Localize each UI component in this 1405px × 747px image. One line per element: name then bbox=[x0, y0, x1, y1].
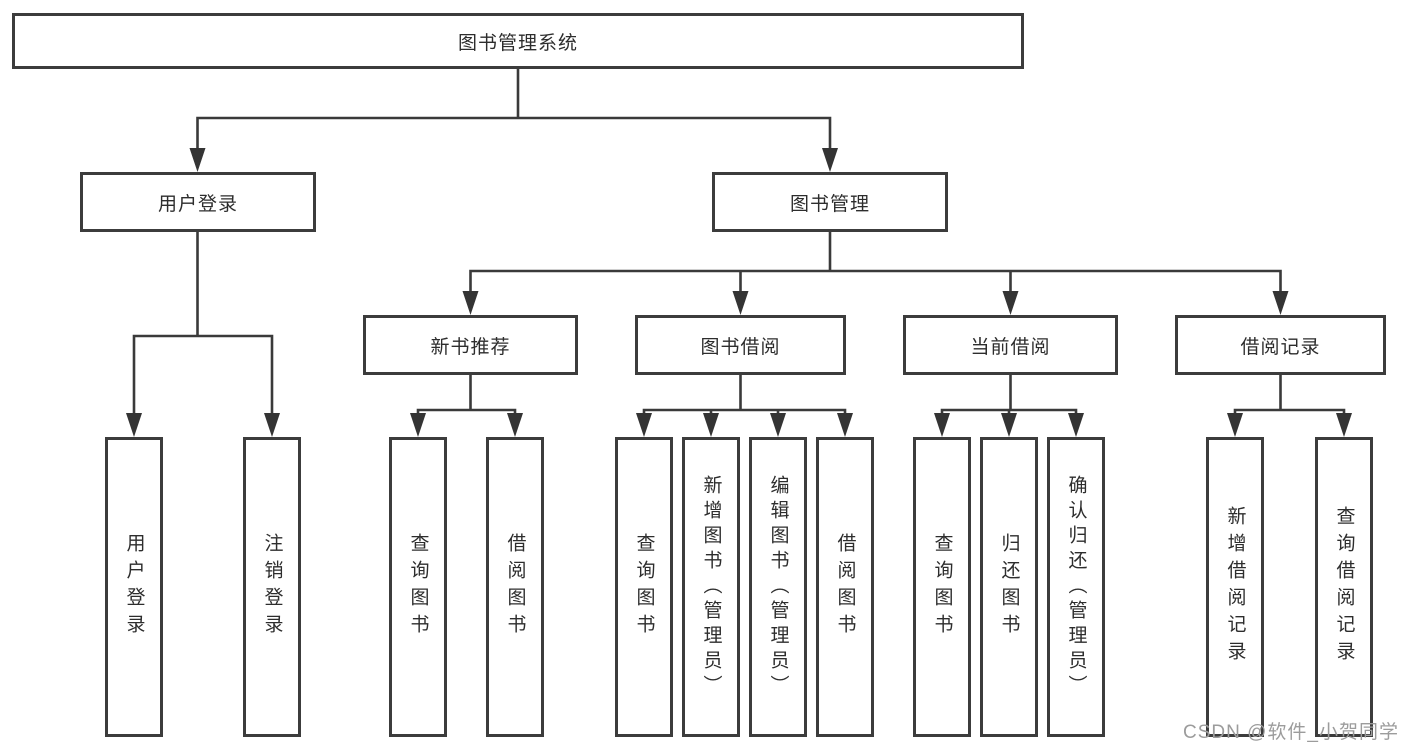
connector-current-borrow bbox=[940, 373, 1078, 419]
leaf-label: 借阅图书 bbox=[834, 533, 856, 641]
leaf-label: 查询图书 bbox=[931, 533, 953, 641]
node-book-management: 图书管理 bbox=[712, 172, 948, 232]
leaf-label: 查询借阅记录 bbox=[1333, 506, 1355, 668]
node-current-borrow: 当前借阅 bbox=[903, 315, 1118, 375]
connector-root bbox=[196, 67, 832, 154]
node-book-borrow: 图书借阅 bbox=[635, 315, 846, 375]
connector-book-management bbox=[469, 230, 1282, 297]
arrowhead-icon bbox=[934, 413, 1084, 437]
leaf-add-borrow-record: 新增借阅记录 bbox=[1206, 437, 1264, 737]
arrowhead-icon bbox=[462, 291, 1289, 315]
arrowhead-icon bbox=[636, 413, 853, 437]
arrowhead-icon bbox=[1227, 413, 1352, 437]
leaf-query-borrow-record: 查询借阅记录 bbox=[1315, 437, 1373, 737]
leaf-user-login: 用户登录 bbox=[105, 437, 163, 737]
connector-new-book-recommend bbox=[416, 373, 517, 419]
leaf-query-books-borrow: 查询图书 bbox=[615, 437, 673, 737]
node-borrow-records: 借阅记录 bbox=[1175, 315, 1386, 375]
leaf-logout: 注销登录 bbox=[243, 437, 301, 737]
leaf-label: 归还图书 bbox=[998, 533, 1020, 641]
connector-book-borrow bbox=[642, 373, 847, 419]
leaf-add-book-admin: 新增图书（管理员） bbox=[682, 437, 740, 737]
watermark: CSDN @软件_小贺同学 bbox=[1183, 722, 1399, 743]
leaf-edit-book-admin: 编辑图书（管理员） bbox=[749, 437, 807, 737]
connector-user-login bbox=[132, 230, 274, 419]
leaf-confirm-return-admin: 确认归还（管理员） bbox=[1047, 437, 1105, 737]
leaf-label: 新增借阅记录 bbox=[1224, 506, 1246, 668]
leaf-label: 用户登录 bbox=[123, 533, 145, 641]
leaf-label: 查询图书 bbox=[407, 533, 429, 641]
arrowhead-icon bbox=[410, 413, 523, 437]
node-user-login: 用户登录 bbox=[80, 172, 316, 232]
leaf-borrow-books: 借阅图书 bbox=[816, 437, 874, 737]
leaf-query-books-recommend: 查询图书 bbox=[389, 437, 447, 737]
leaf-query-books-current: 查询图书 bbox=[913, 437, 971, 737]
node-new-book-recommend: 新书推荐 bbox=[363, 315, 578, 375]
leaf-borrow-books-recommend: 借阅图书 bbox=[486, 437, 544, 737]
leaf-label: 借阅图书 bbox=[504, 533, 526, 641]
node-library-management-system: 图书管理系统 bbox=[12, 13, 1024, 69]
arrowhead-icon bbox=[126, 413, 280, 437]
leaf-label: 新增图书（管理员） bbox=[700, 474, 722, 700]
leaf-label: 确认归还（管理员） bbox=[1065, 474, 1087, 700]
leaf-label: 注销登录 bbox=[261, 533, 283, 641]
arrowhead-icon bbox=[189, 148, 838, 172]
leaf-label: 编辑图书（管理员） bbox=[767, 474, 789, 700]
leaf-label: 查询图书 bbox=[633, 533, 655, 641]
connector-borrow-records bbox=[1233, 373, 1346, 419]
leaf-return-book: 归还图书 bbox=[980, 437, 1038, 737]
